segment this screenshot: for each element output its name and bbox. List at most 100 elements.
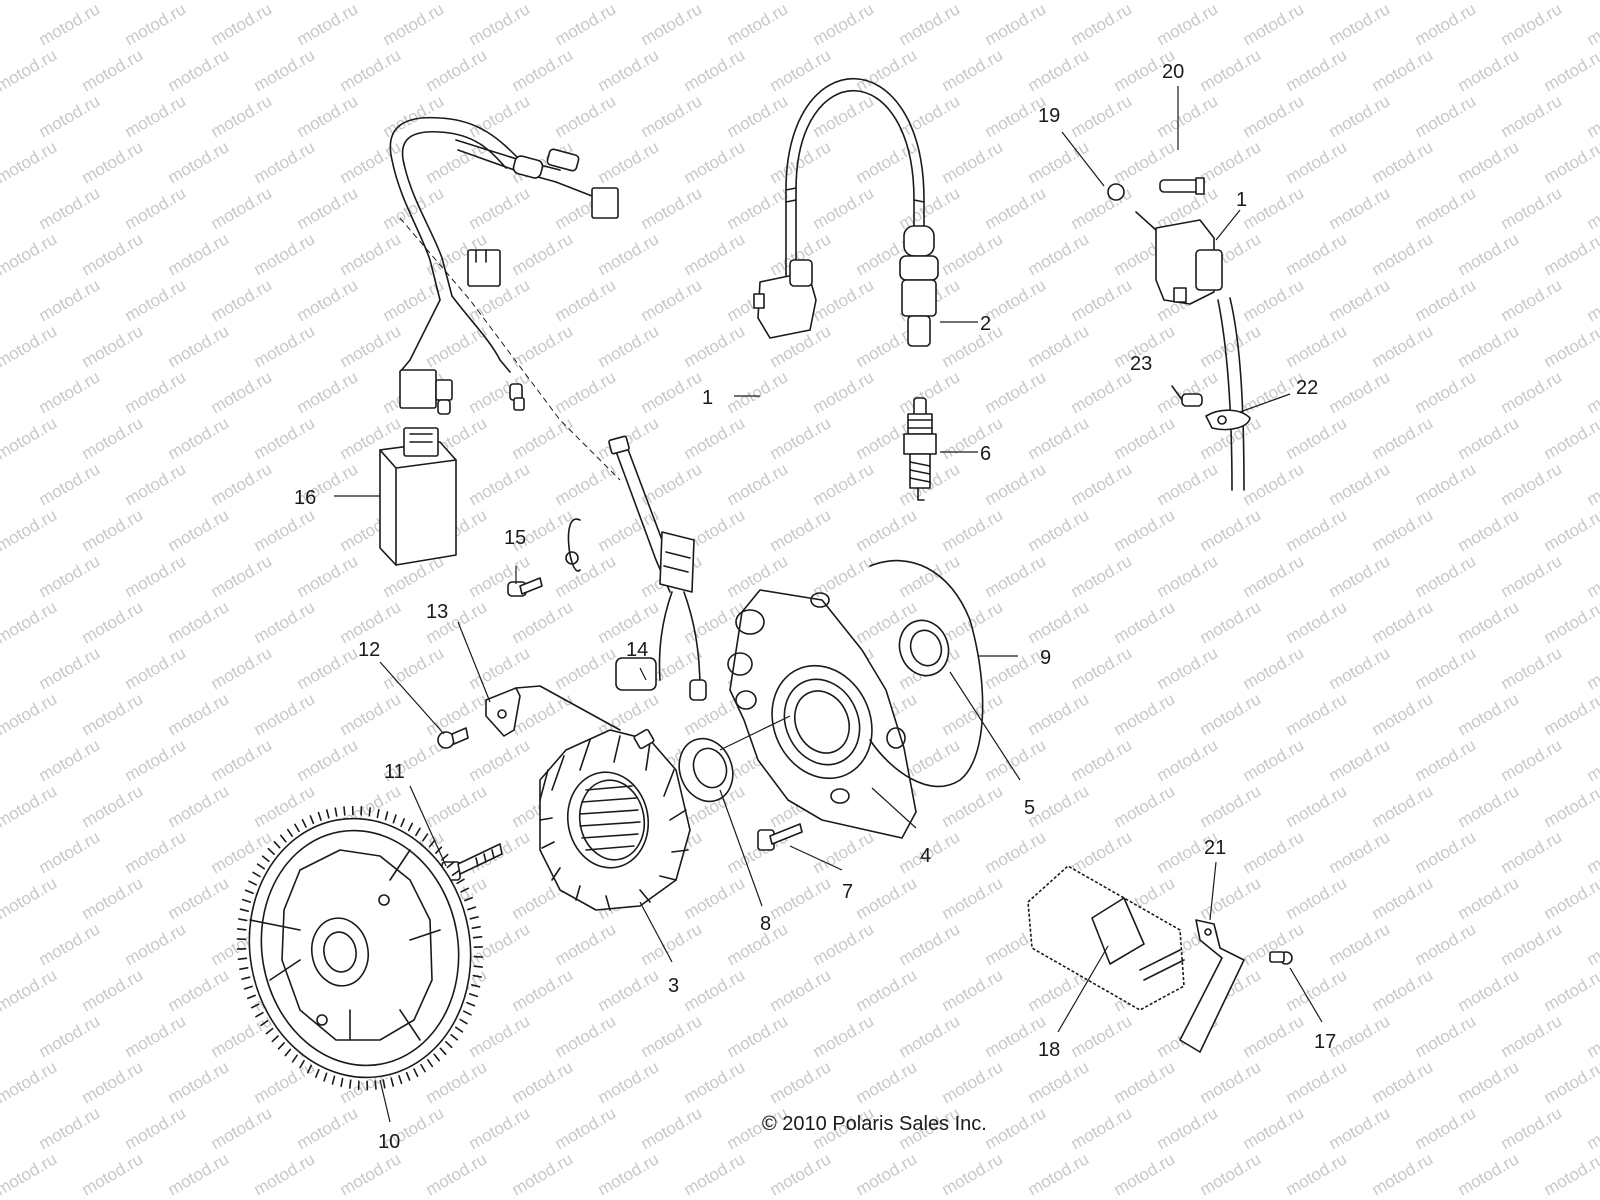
watermark-text: motod.ru <box>1326 1103 1394 1153</box>
gear-tooth <box>237 928 247 931</box>
watermark-text: motod.ru <box>1068 1103 1136 1153</box>
callout-8: 8 <box>760 913 771 935</box>
watermark-text: motod.ru <box>982 459 1050 509</box>
gear-tooth <box>439 1047 447 1055</box>
watermark-text: motod.ru <box>208 735 276 785</box>
watermark-text: motod.ru <box>36 459 104 509</box>
watermark-text: motod.ru <box>122 91 190 141</box>
watermark-text: motod.ru <box>1111 505 1179 555</box>
watermark-text: motod.ru <box>36 1103 104 1153</box>
watermark-text: motod.ru <box>1584 919 1600 969</box>
watermark-text: motod.ru <box>552 643 620 693</box>
watermark-text: motod.ru <box>251 137 319 187</box>
watermark-text: motod.ru <box>1326 275 1394 325</box>
watermark-text: motod.ru <box>36 551 104 601</box>
watermark-text: motod.ru <box>79 781 147 831</box>
watermark-text: motod.ru <box>1154 1103 1222 1153</box>
watermark-text: motod.ru <box>1068 275 1136 325</box>
watermark-text: motod.ru <box>380 275 448 325</box>
watermark-text: motod.ru <box>939 137 1007 187</box>
watermark-text: motod.ru <box>1326 827 1394 877</box>
watermark-text: motod.ru <box>1369 597 1437 647</box>
watermark-text: motod.ru <box>1197 1057 1265 1107</box>
spark-plug <box>903 397 937 501</box>
gear-tooth <box>243 985 253 990</box>
bearing <box>678 715 791 803</box>
watermark-text: motod.ru <box>939 45 1007 95</box>
watermark-text: motod.ru <box>165 505 233 555</box>
watermark-text: motod.ru <box>810 91 878 141</box>
watermark-text: motod.ru <box>509 45 577 95</box>
gear-tooth <box>422 833 429 842</box>
watermark-text: motod.ru <box>208 1103 276 1153</box>
watermark-text: motod.ru <box>165 137 233 187</box>
watermark-text: motod.ru <box>595 1057 663 1107</box>
watermark-text: motod.ru <box>1584 551 1600 601</box>
watermark-text: motod.ru <box>1197 689 1265 739</box>
watermark-text: motod.ru <box>724 183 792 233</box>
watermark-text: motod.ru <box>1197 45 1265 95</box>
watermark-text: motod.ru <box>337 45 405 95</box>
callout-16: 16 <box>294 487 316 509</box>
watermark-text: motod.ru <box>36 827 104 877</box>
watermark-text: motod.ru <box>1283 597 1351 647</box>
watermark-text: motod.ru <box>1283 505 1351 555</box>
watermark-text: motod.ru <box>1541 873 1600 923</box>
watermark-text: motod.ru <box>380 91 448 141</box>
watermark-text: motod.ru <box>466 91 534 141</box>
watermark-text: motod.ru <box>595 45 663 95</box>
watermark-text: motod.ru <box>36 0 104 49</box>
watermark-text: motod.ru <box>509 1149 577 1199</box>
gear-tooth <box>466 906 477 911</box>
gear-tooth <box>279 834 287 843</box>
clamp-parts <box>1171 385 1251 431</box>
gear-tooth <box>400 818 406 828</box>
watermark-text: motod.ru <box>251 413 319 463</box>
watermark-text: motod.ru <box>79 321 147 371</box>
watermark-text: motod.ru <box>36 183 104 233</box>
gear-tooth <box>374 1080 377 1090</box>
watermark-text: motod.ru <box>0 1149 60 1199</box>
watermark-text: motod.ru <box>337 229 405 279</box>
gear-tooth <box>451 869 460 877</box>
watermark-text: motod.ru <box>208 643 276 693</box>
watermark-text: motod.ru <box>1498 1011 1566 1061</box>
watermark-text: motod.ru <box>165 965 233 1015</box>
watermark-text: motod.ru <box>1068 367 1136 417</box>
gear-tooth <box>286 828 294 838</box>
callout-13: 13 <box>426 601 448 623</box>
watermark-text: motod.ru <box>122 0 190 49</box>
watermark-text: motod.ru <box>1455 229 1523 279</box>
watermark-text: motod.ru <box>724 0 792 49</box>
watermark-text: motod.ru <box>853 137 921 187</box>
watermark-text: motod.ru <box>595 413 663 463</box>
watermark-text: motod.ru <box>1025 137 1093 187</box>
watermark-text: motod.ru <box>1455 321 1523 371</box>
watermark-text: motod.ru <box>1326 367 1394 417</box>
watermark-text: motod.ru <box>294 0 362 49</box>
watermark-text: motod.ru <box>466 183 534 233</box>
watermark-text: motod.ru <box>1326 91 1394 141</box>
gear-tooth <box>468 993 479 998</box>
watermark-text: motod.ru <box>1498 183 1566 233</box>
watermark-text: motod.ru <box>294 551 362 601</box>
watermark-text: motod.ru <box>1412 275 1480 325</box>
watermark-text: motod.ru <box>208 275 276 325</box>
gasket <box>869 559 984 788</box>
watermark-text: motod.ru <box>1412 183 1480 233</box>
watermark-text: motod.ru <box>939 505 1007 555</box>
watermark-text: motod.ru <box>294 1103 362 1153</box>
watermark-text: motod.ru <box>294 735 362 785</box>
watermark-text: motod.ru <box>1498 367 1566 417</box>
gear-tooth <box>469 916 479 920</box>
watermark-text: motod.ru <box>810 183 878 233</box>
watermark-text: motod.ru <box>1326 0 1394 49</box>
watermark-text: motod.ru <box>251 1057 319 1107</box>
watermark-text: motod.ru <box>1154 367 1222 417</box>
watermark-text: motod.ru <box>939 597 1007 647</box>
watermark-text: motod.ru <box>0 413 60 463</box>
watermark-text: motod.ru <box>165 1057 233 1107</box>
watermark-text: motod.ru <box>122 275 190 325</box>
wiring-harness <box>389 116 621 481</box>
watermark-text: motod.ru <box>595 1149 663 1199</box>
